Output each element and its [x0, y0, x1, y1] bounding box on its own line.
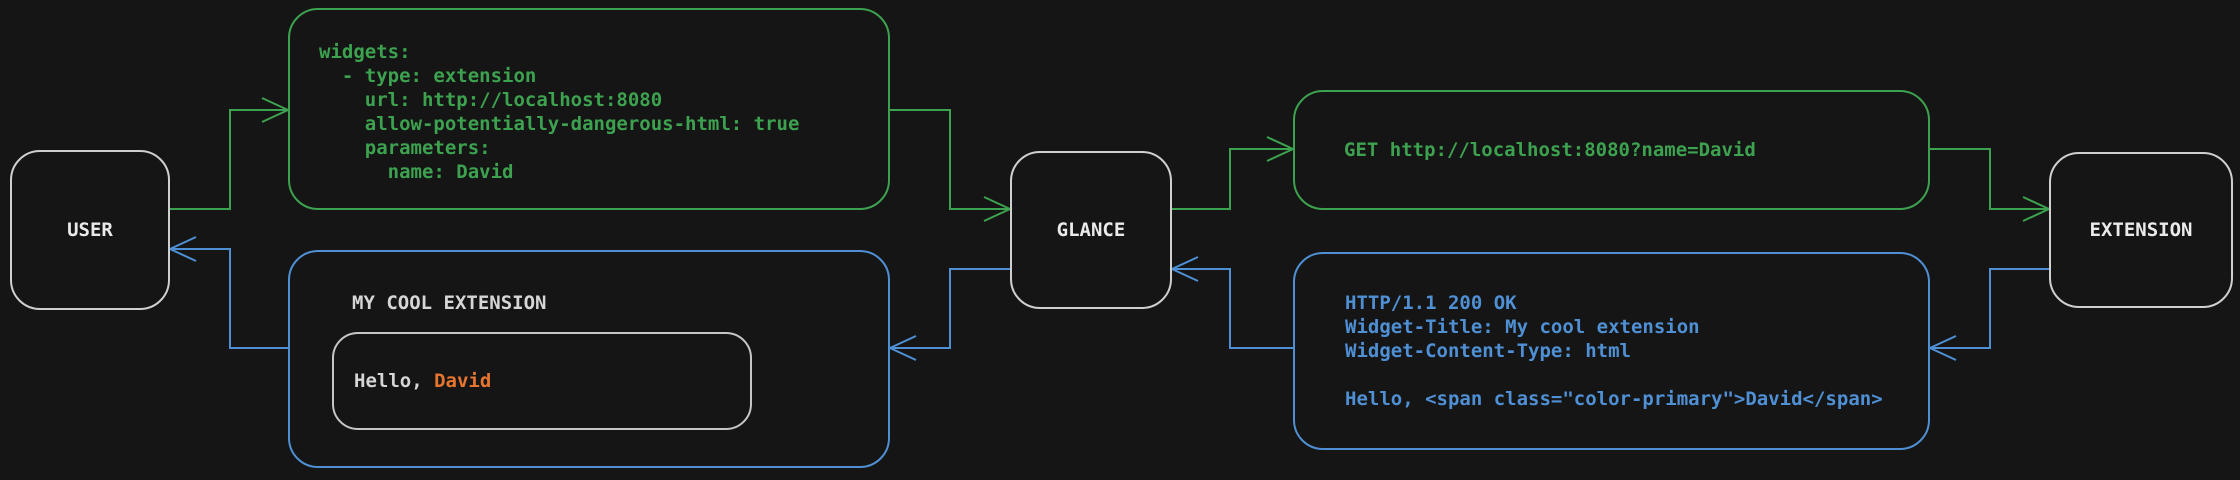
arrow-response-to-glance: [1169, 256, 1293, 349]
arrow-glance-to-request: [1172, 136, 1296, 210]
http-response-line: Hello, <span class="color-primary">David…: [1345, 388, 1883, 410]
node-glance: GLANCE: [1010, 151, 1172, 309]
http-request-box: GET http://localhost:8080?name=David: [1293, 90, 1930, 210]
widget-title: MY COOL EXTENSION: [352, 292, 547, 314]
widget-frame: Hello, David: [332, 332, 752, 430]
node-extension-label: EXTENSION: [2089, 219, 2193, 241]
arrow-request-to-extension: [1930, 148, 2052, 222]
arrow-user-to-config: [170, 97, 291, 210]
node-user: USER: [10, 150, 170, 310]
http-response-line: Widget-Title: My cool extension: [1345, 316, 1700, 338]
widget-preview-box: MY COOL EXTENSION Hello, David: [288, 250, 890, 468]
http-response-box: HTTP/1.1 200 OK Widget-Title: My cool ex…: [1293, 252, 1930, 450]
yaml-line: widgets:: [319, 41, 411, 63]
arrow-glance-to-render: [887, 268, 1010, 361]
yaml-line: parameters:: [319, 137, 491, 159]
yaml-line: allow-potentially-dangerous-html: true: [319, 113, 800, 135]
greeting-prefix: Hello,: [354, 370, 435, 392]
greeting-name: David: [434, 370, 492, 392]
yaml-line: name: David: [319, 161, 514, 183]
yaml-line: url: http://localhost:8080: [319, 89, 663, 111]
node-glance-label: GLANCE: [1056, 219, 1126, 241]
arrow-render-to-user: [167, 236, 288, 349]
http-response-line: Widget-Content-Type: html: [1345, 340, 1631, 362]
arrow-config-to-glance: [890, 109, 1013, 222]
arrow-extension-to-response: [1927, 268, 2049, 361]
http-request-text: GET http://localhost:8080?name=David: [1344, 139, 1756, 161]
greeting-text: Hello, David: [354, 370, 491, 392]
http-response-line: HTTP/1.1 200 OK: [1345, 292, 1517, 314]
yaml-line: - type: extension: [319, 65, 537, 87]
yaml-config-box: widgets: - type: extension url: http://l…: [288, 8, 890, 210]
http-response-line: [1345, 363, 1928, 387]
node-extension: EXTENSION: [2049, 152, 2233, 308]
node-user-label: USER: [67, 219, 113, 241]
